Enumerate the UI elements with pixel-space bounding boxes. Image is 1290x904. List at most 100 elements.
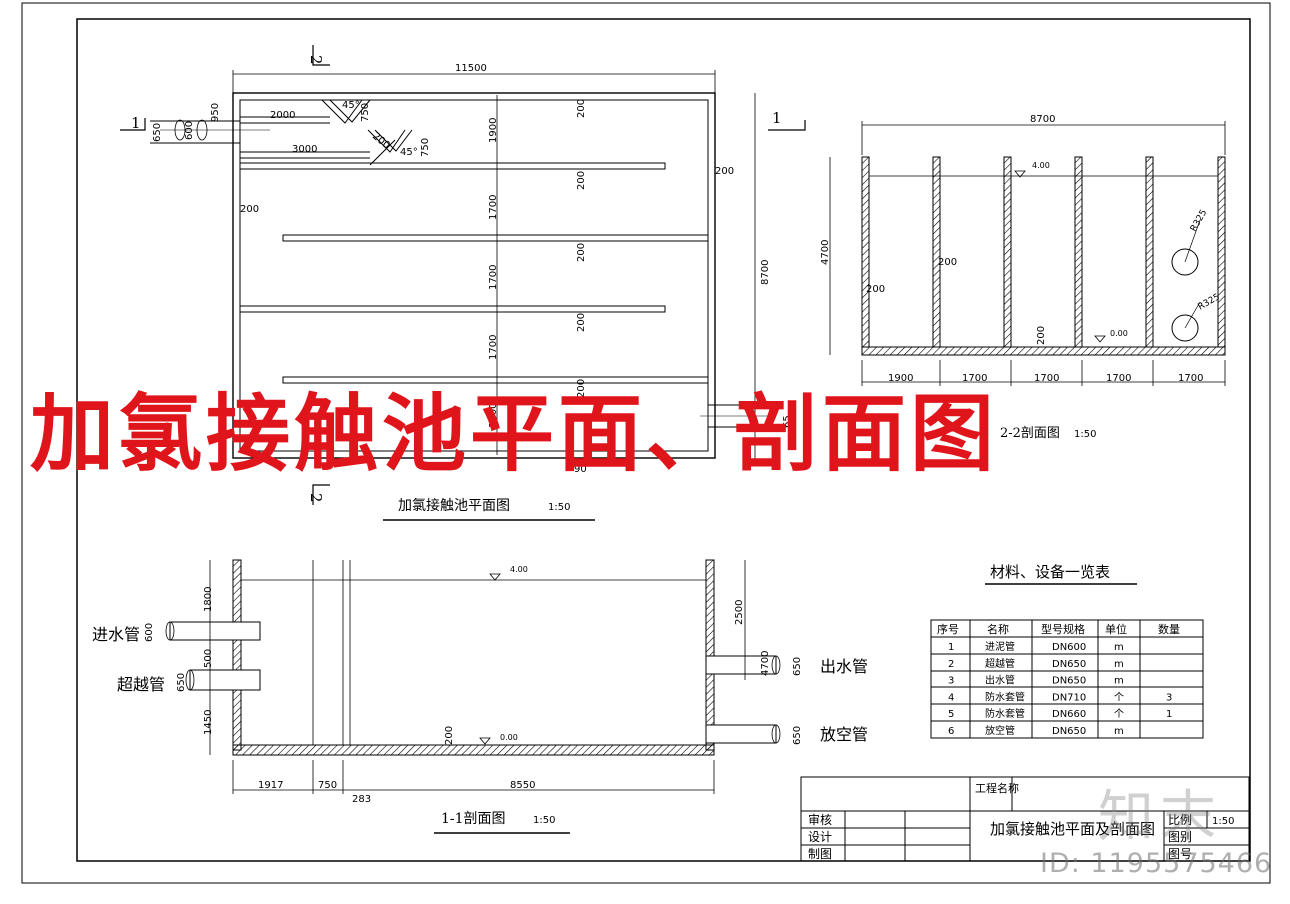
s11-top: 1800 [203,587,214,612]
section-mark-2-bottom: 2 [307,493,325,503]
mat-h0: 序号 [937,622,959,636]
materials-cell: DN710 [1052,692,1086,703]
section-22-caption: 2-2剖面图 [1000,426,1060,441]
plan-scale: 1:50 [548,502,570,513]
dim-wall-left: 200 [240,204,259,215]
section-22-scale: 1:50 [1074,429,1096,440]
dim-baffle2: 3000 [292,144,317,155]
s11-water-level: 4.00 [510,565,528,574]
s11-right-mid: 4700 [760,651,771,676]
label-inlet-pipe: 进水管 [92,625,140,644]
tb-design: 设计 [808,830,832,844]
section-11-pipe-labels: 进水管 超越管 出水管 放空管 [92,625,868,744]
tb-scale-value: 1:50 [1212,816,1234,827]
section-11-caption: 1-1剖面图 [441,811,506,827]
mat-h3: 单位 [1105,622,1127,636]
s11-right-top: 2500 [734,600,745,625]
watermark-id: ID: 1195575466 [1040,848,1273,879]
mat-h1: 名称 [987,622,1009,636]
materials-header: 序号 名称 型号规格 单位 数量 [937,622,1180,636]
section-mark-labels: 1 1 2 2 [131,55,782,503]
overlay-title: 加氯接触池平面、剖面图 [30,384,999,483]
section-22-labels: 8700 4700 4.00 0.00 200 200 200 R325 R32… [820,114,1222,384]
dim-diag: 200 [370,131,392,152]
materials-cell: DN650 [1052,726,1086,737]
section-22-view [829,121,1226,386]
tb-draw: 制图 [808,847,832,861]
dim-baffle1: 2000 [270,110,295,121]
label-outlet-pipe: 出水管 [820,657,868,676]
materials-cell: 出水管 [985,674,1015,687]
materials-cell: DN650 [1052,659,1086,670]
materials-cell: m [1114,726,1124,737]
materials-title: 材料、设备一览表 [990,563,1110,581]
materials-cell: m [1114,676,1124,687]
sheet-border-inner [76,18,1251,862]
materials-cell: DN600 [1052,642,1086,653]
materials-cell: m [1114,642,1124,653]
watermark-logo: 知末 [1098,785,1222,850]
dim-bottom-small: 90 [574,464,587,475]
dim-gap4: 200 [576,313,587,332]
materials-cell: 进泥管 [985,640,1015,653]
sheet-border-outer [21,2,1271,884]
dim-wall-right: 200 [715,166,734,177]
materials-cell: m [1114,659,1124,670]
s11-b4: 283 [352,794,371,805]
dim-inlet-b: 600 [184,121,195,140]
tb-project-label: 工程名称 [975,781,1019,795]
s11-floor200: 200 [444,726,455,745]
dim-row2: 1700 [488,195,499,220]
materials-cell: 放空管 [985,724,1015,737]
tb-review: 审核 [808,812,832,827]
dim-overall-height: 8700 [760,260,771,285]
s11-bottom: 1450 [203,710,214,735]
dim-row4: 1700 [488,335,499,360]
s11-pipe600: 600 [144,623,155,642]
label-bypass-pipe: 超越管 [117,675,165,694]
plan-caption: 加氯接触池平面图 [398,497,510,514]
materials-cell: 1 [948,642,954,653]
dim-outlet: 65 [782,415,793,428]
materials-cell: DN660 [1052,709,1086,720]
s22-floor-level: 0.00 [1110,329,1128,338]
dim-inlet-spacing: 750 [360,103,371,122]
materials-cell: 防水套管 [985,690,1025,703]
materials-cell: 2 [948,659,954,670]
section-11-view [165,559,781,834]
dim-gap3: 200 [576,243,587,262]
plan-view [120,45,806,521]
tb-scale-label: 比例 [1168,813,1192,827]
tb-category: 图别 [1168,830,1192,844]
s11-b2: 750 [318,780,337,791]
section-mark-1-right: 1 [772,109,782,127]
plan-dim-labels: 11500 8700 2000 3000 650 600 950 750 750… [152,63,793,475]
materials-cell: 1 [1166,709,1172,720]
dim-row1: 1900 [488,118,499,143]
s11-floor-level: 0.00 [500,733,518,742]
materials-cell: 防水套管 [985,707,1025,720]
dim-inlet-offset: 950 [210,103,221,122]
s11-outlet650: 650 [792,657,803,676]
section-11-scale: 1:50 [533,815,555,826]
s22-bay3: 1700 [1034,373,1059,384]
section-mark-1-left: 1 [131,114,141,132]
s11-pipe650: 650 [176,673,187,692]
dim-inlet-spacing2: 750 [420,138,431,157]
angle-a: 45° [342,100,360,111]
materials-cell: 3 [948,676,954,687]
s22-bay5: 1700 [1178,373,1203,384]
s22-water-level: 4.00 [1032,161,1050,170]
dim-overall-width: 11500 [455,63,487,74]
dim-gap1: 200 [576,99,587,118]
section-11-dims: 1800 500 1450 600 650 2500 4700 650 650 … [144,565,803,805]
dim-row5: 1700 [488,403,499,428]
materials-cell: 个 [1114,691,1124,703]
tb-number: 图号 [1168,847,1192,861]
mat-h2: 型号规格 [1041,622,1085,636]
s22-w3: 200 [1036,326,1047,345]
mat-h4: 数量 [1158,623,1180,636]
s11-b3: 8550 [510,780,535,791]
